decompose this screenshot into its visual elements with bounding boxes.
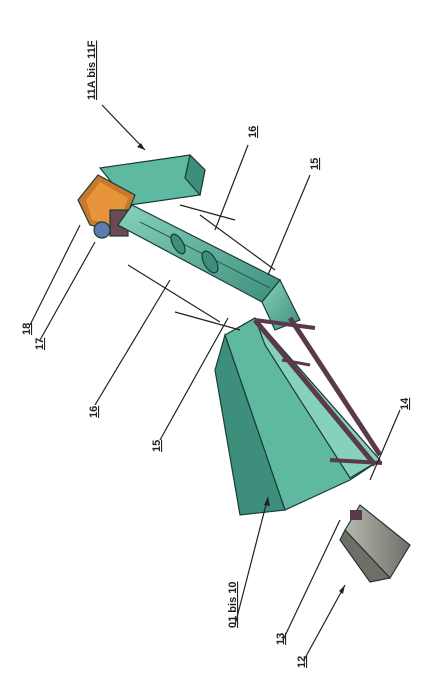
label-17: 17 xyxy=(34,338,46,350)
leader-lines xyxy=(29,104,401,661)
label-12: 12 xyxy=(296,656,308,668)
label-15-upper: 15 xyxy=(309,158,321,170)
label-13: 13 xyxy=(275,633,287,645)
label-11a-bis-11f: 11A bis 11F xyxy=(86,40,98,100)
support-frame xyxy=(253,316,383,467)
label-14: 14 xyxy=(399,397,411,410)
upper-conveyor-tube xyxy=(117,204,281,303)
label-16-upper: 16 xyxy=(247,126,259,138)
label-15-lower: 15 xyxy=(151,440,163,452)
outlet-box xyxy=(339,504,411,583)
label-16-lower: 16 xyxy=(88,406,100,418)
label-18: 18 xyxy=(21,323,33,335)
label-01-bis-10: 01 bis 10 xyxy=(227,582,239,628)
